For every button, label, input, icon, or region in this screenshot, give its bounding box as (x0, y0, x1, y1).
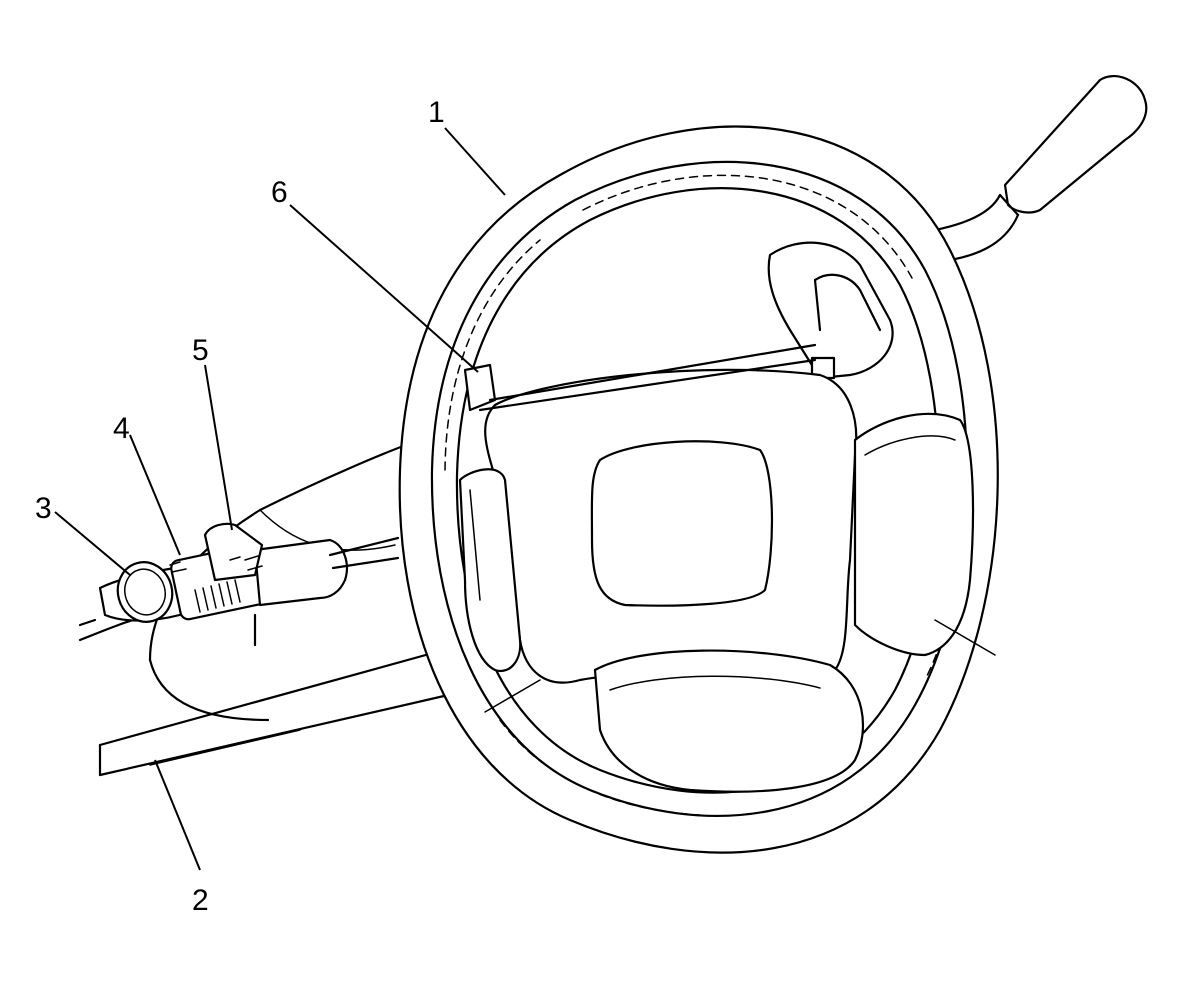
callout-labels: 1 2 3 4 5 6 (35, 96, 445, 917)
callout-6: 6 (271, 176, 288, 209)
multifunction-lever (78, 522, 400, 647)
leader-6 (289, 204, 479, 373)
shift-lever (903, 75, 1148, 264)
callout-3: 3 (35, 492, 52, 525)
leader-3 (54, 511, 131, 576)
steering-wheel (398, 125, 999, 854)
leader-2 (154, 759, 201, 871)
leader-4 (129, 434, 181, 556)
leader-5 (204, 364, 233, 531)
leader-1 (444, 127, 506, 196)
callout-1: 1 (428, 96, 445, 129)
callout-2: 2 (192, 884, 209, 917)
wiper-knob-ridges (169, 555, 263, 613)
callout-5: 5 (192, 334, 209, 367)
leader-lines (54, 127, 506, 871)
callout-4: 4 (113, 412, 130, 445)
